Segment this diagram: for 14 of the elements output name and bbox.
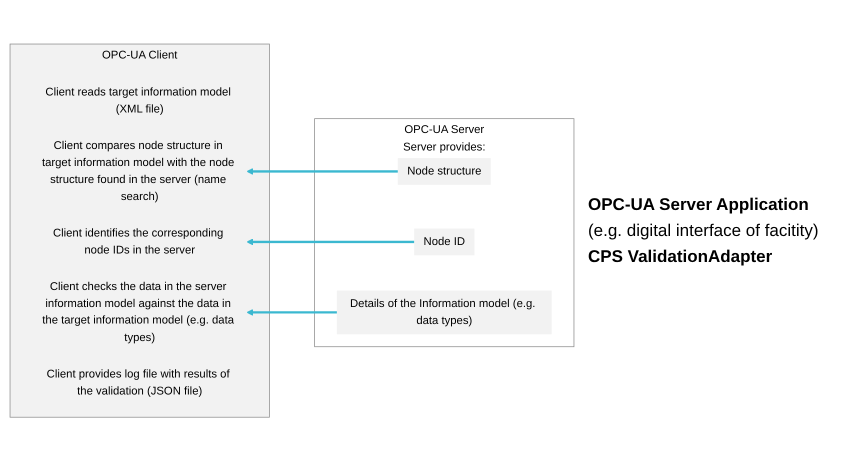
- node-box: Node structure: [398, 158, 491, 185]
- note-text: (e.g. digital interface of facitity): [588, 220, 820, 240]
- node-text: Client provides log file with results of the validation (JSON file): [46, 367, 230, 398]
- node-text: Client reads target information model (XML file): [45, 85, 231, 116]
- arrow: [246, 168, 398, 175]
- arrow: [246, 238, 414, 246]
- node-box: Details of the Information model (e.g. data types): [336, 290, 552, 334]
- arrow: [246, 308, 338, 316]
- node-text: Client checks the data in the server information model against the data in the target information model (e.g. data types): [42, 280, 234, 344]
- node-text: Client identifies the corresponding node IDs in the server: [52, 226, 224, 256]
- note-text: OPC-UA Server Application: [588, 194, 810, 214]
- note-text: CPS ValidationAdapter: [588, 246, 774, 266]
- node-box: Node ID: [414, 228, 474, 256]
- node-text: Client compares node structure in target information model with the node structure found in the server (name search): [42, 138, 234, 203]
